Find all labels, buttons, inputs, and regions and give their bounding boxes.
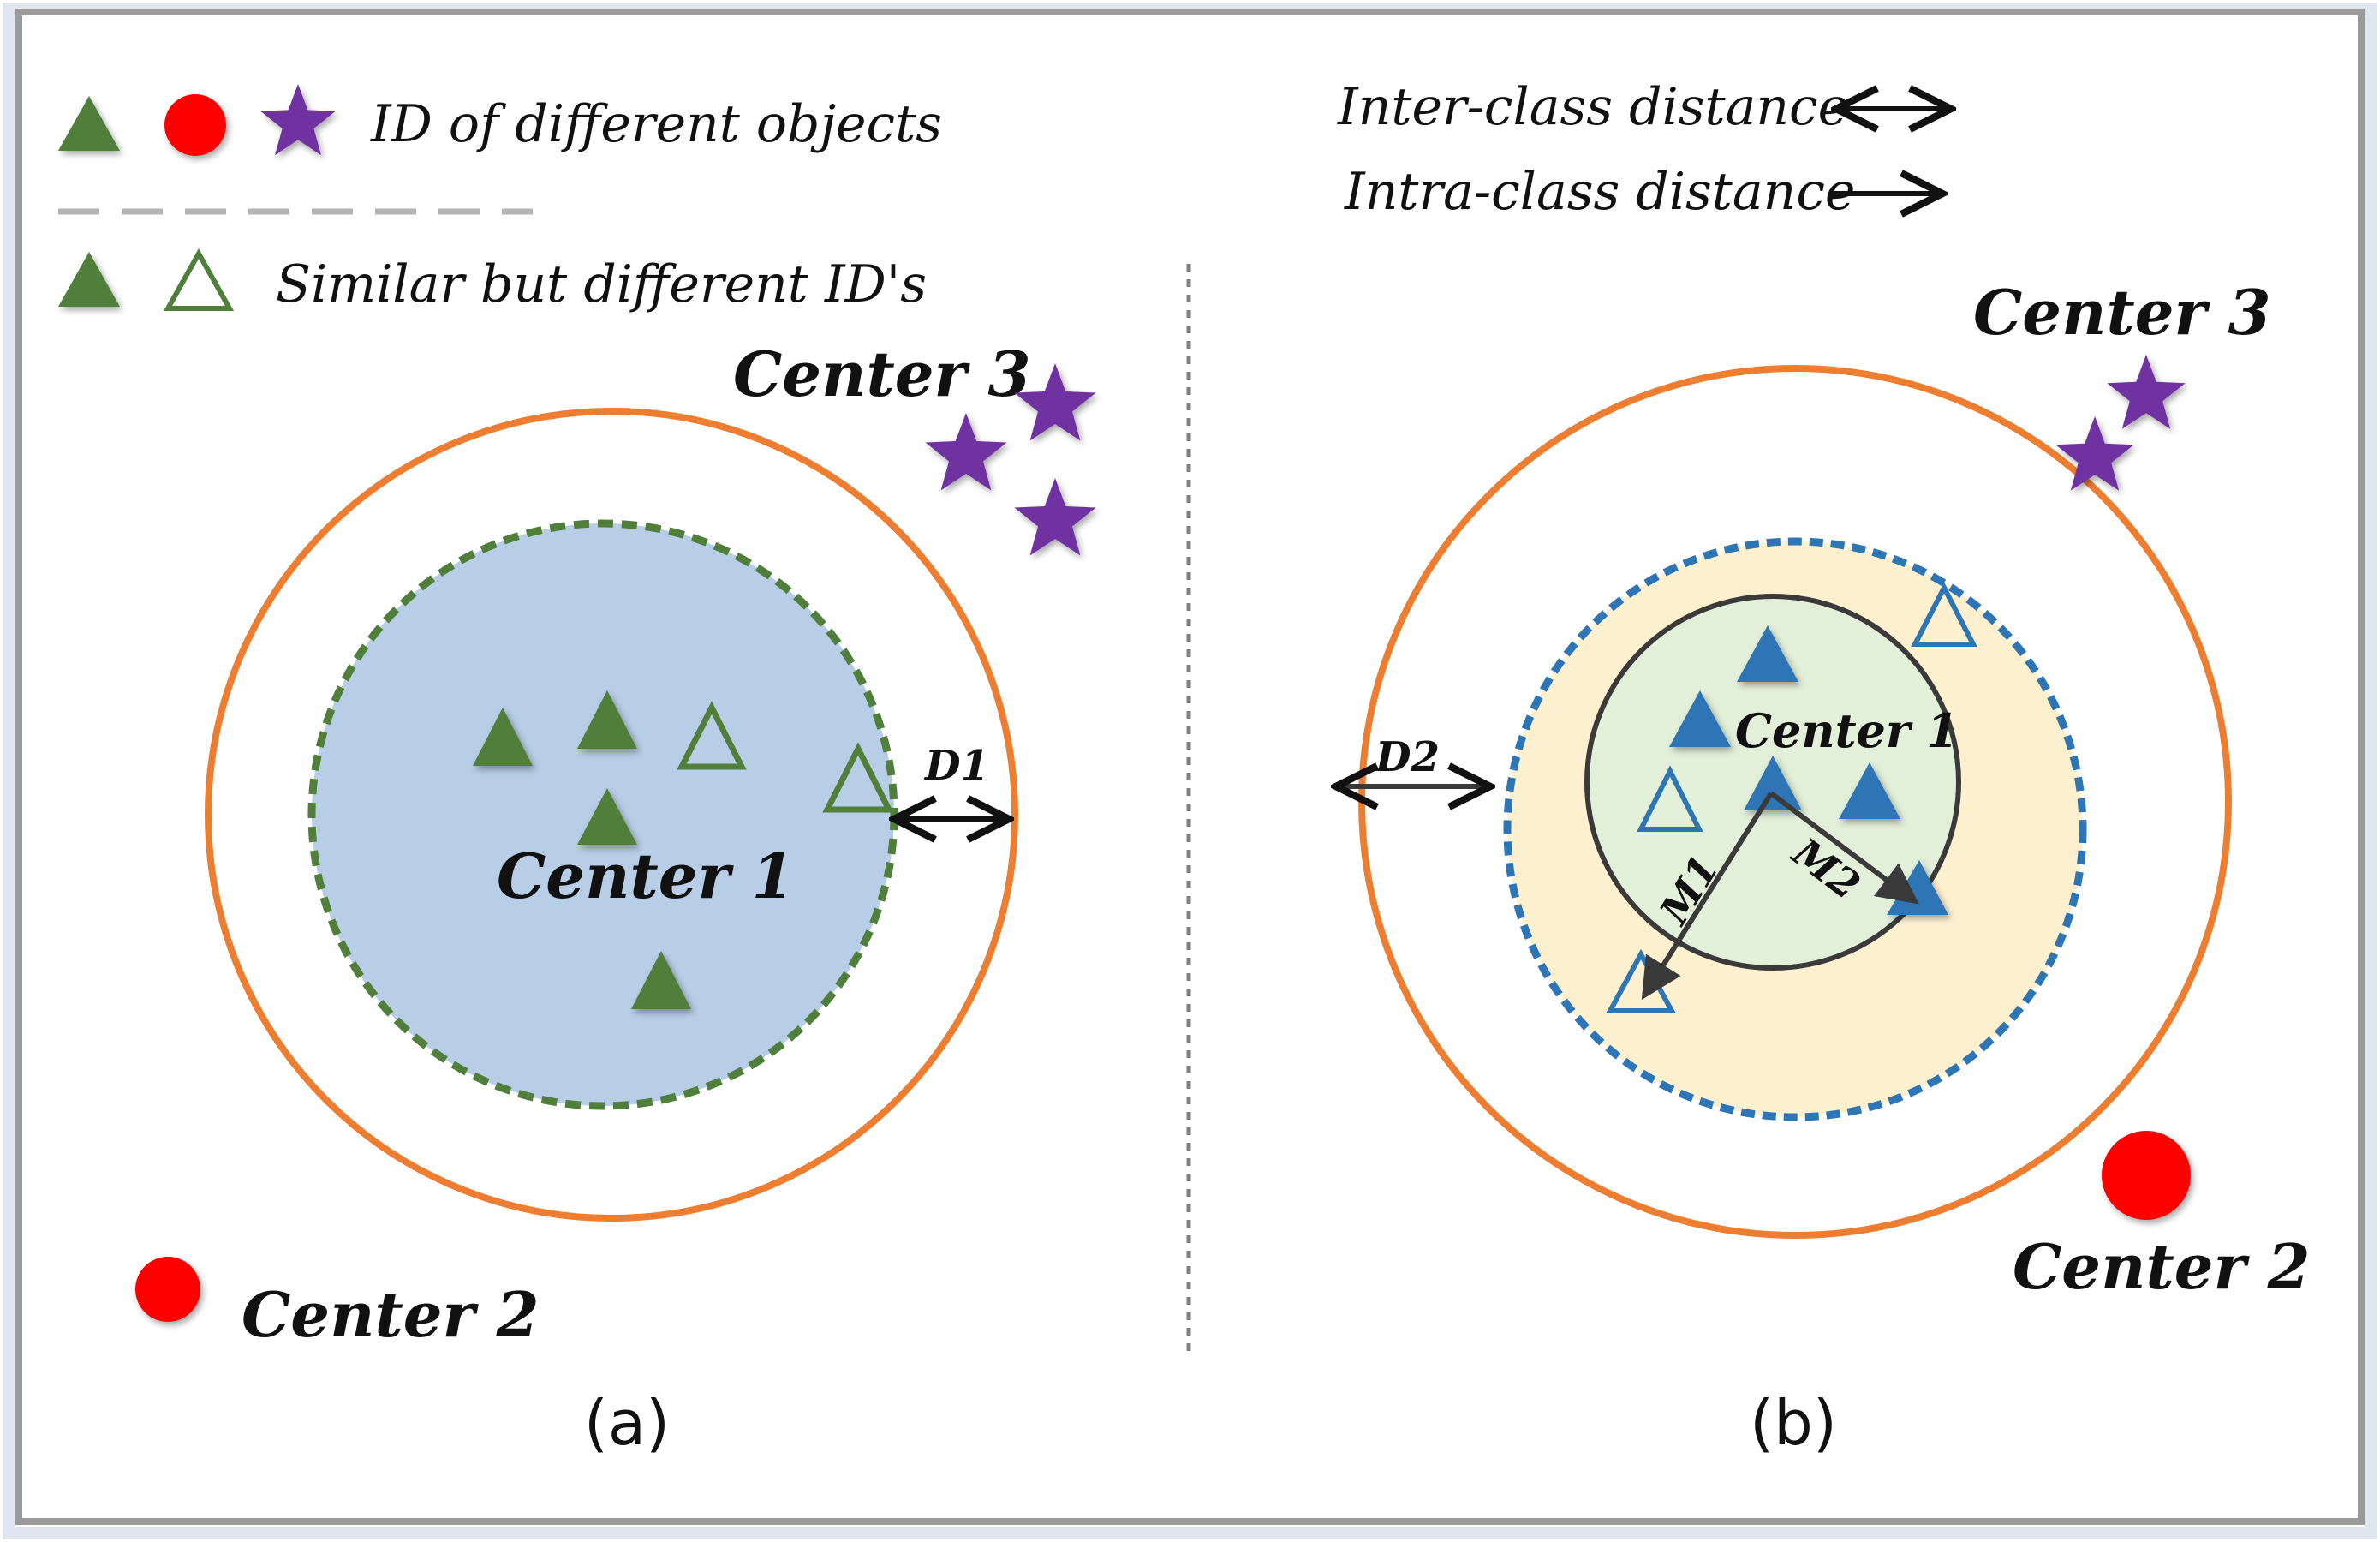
panel-b-center2-label: Center 2: [2013, 1230, 2311, 1303]
legend-red-circle-icon: [164, 94, 226, 156]
panel-b-hollow-triangle-icon: [1911, 582, 1977, 647]
d2-label: D2: [1374, 733, 1440, 781]
panel-a-center2-label: Center 2: [242, 1278, 540, 1351]
panel-b-filled-triangle-icon: [1669, 690, 1731, 747]
panel-a-star-icon: [925, 413, 1007, 491]
panel-b: Center 1 M1 M2 D2 Center 3 Center 2 (b): [1336, 276, 2311, 1459]
legend-inter-label: Inter-class distance: [1337, 77, 1848, 137]
panel-a-caption: (a): [584, 1387, 670, 1459]
panel-a-hollow-triangle-icon: [677, 701, 747, 770]
legend-filled-triangle-icon: [58, 252, 120, 307]
panel-b-center3-label: Center 3: [1973, 276, 2271, 349]
panel-a-star-icon: [1014, 478, 1096, 556]
panel-b-center2-dot: [2102, 1131, 2191, 1220]
panel-b-star-icon: [2055, 416, 2134, 491]
m2-arrow: [1769, 791, 1919, 905]
panel-a-outer-ring: [205, 408, 1018, 1222]
panel-a-center1-label: Center 1: [497, 840, 795, 912]
panel-a-hollow-triangle-icon: [822, 742, 894, 813]
panel-a-filled-triangle-icon: [631, 951, 691, 1009]
panel-b-filled-triangle-icon: [1839, 762, 1900, 819]
panel-a-filled-triangle-icon: [473, 708, 533, 766]
panel-b-filled-triangle-icon: [1737, 625, 1798, 682]
legend-id-label: ID of different objects: [370, 94, 942, 154]
panel-b-center1-label: Center 1: [1735, 703, 1959, 758]
panel-a-center3-label: Center 3: [733, 338, 1031, 410]
panel-a-center2-dot: [135, 1257, 200, 1322]
legend-intra-label: Intra-class distance: [1344, 162, 1855, 222]
panel-a: Center 1 D1 Center 3 Center 2 (a): [135, 338, 1096, 1459]
legend-inter-row: Inter-class distance: [1337, 77, 1951, 137]
legend-similar-row: Similar but different ID's: [58, 248, 927, 314]
d1-label: D1: [923, 742, 989, 790]
legend-hollow-triangle-icon: [163, 248, 235, 311]
legend-id-row: ID of different objects: [58, 84, 942, 156]
m1-arrow: [1641, 792, 1774, 1001]
panel-a-star-icon: [1014, 363, 1096, 441]
panel-a-filled-triangle-icon: [577, 690, 637, 749]
panel-b-filled-triangle-icon: [1744, 756, 1802, 810]
panel-b-star-icon: [2107, 355, 2186, 429]
legend-similar-label: Similar but different ID's: [276, 254, 927, 314]
legend-green-triangle-icon: [58, 96, 120, 151]
panel-b-caption: (b): [1750, 1387, 1837, 1459]
panel-a-filled-triangle-icon: [577, 788, 637, 845]
legend-intra-row: Intra-class distance: [1344, 162, 1942, 222]
legend-purple-star-icon: [260, 84, 336, 156]
panel-b-hollow-triangle-icon: [1637, 765, 1703, 832]
